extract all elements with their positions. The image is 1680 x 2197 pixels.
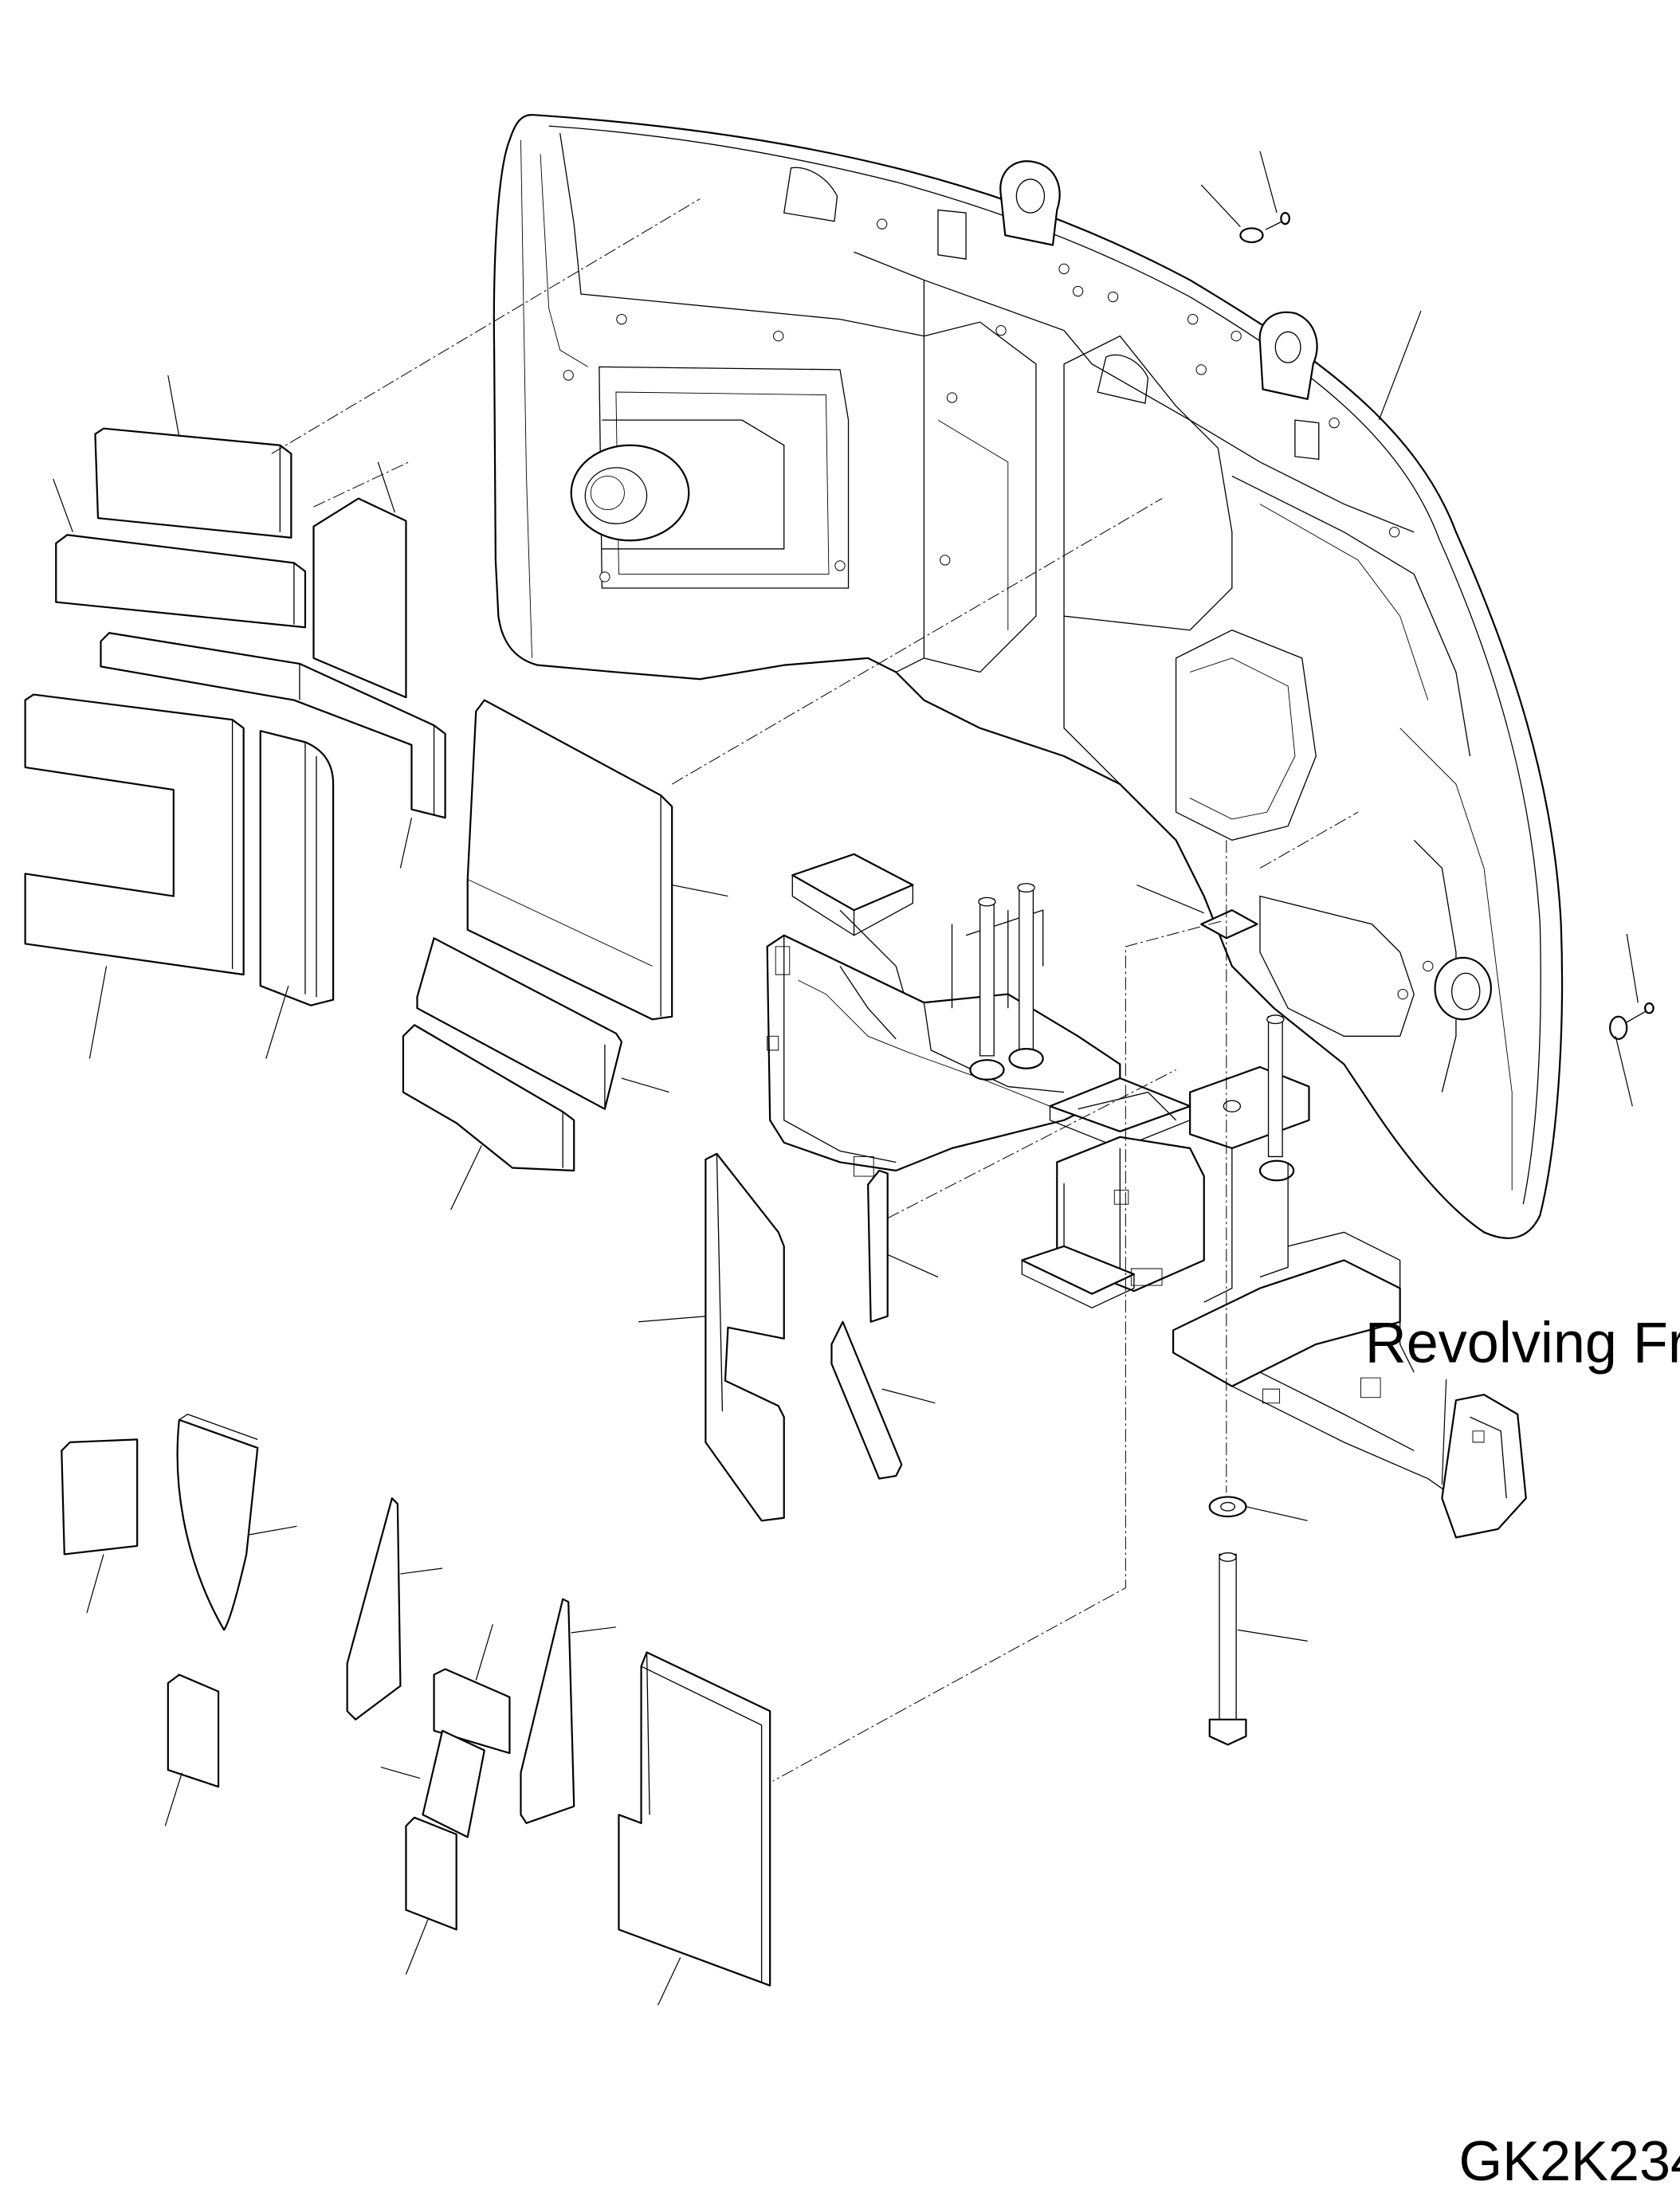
pad-narrow-1 — [868, 1171, 938, 1322]
lifting-eye-left — [1000, 161, 1059, 245]
pad-narrow-2 — [831, 1322, 935, 1479]
counterweight-body — [494, 115, 1562, 1238]
drawing-code: GK2K2346 — [1458, 2129, 1680, 2192]
bolt-washer-top — [1201, 151, 1289, 242]
pad-c-shape — [638, 1154, 784, 1520]
pad-angled-1 — [417, 938, 669, 1108]
pad-tall-wedge-2 — [520, 1599, 615, 1823]
pad-angled-2 — [403, 1025, 574, 1210]
pad-stack-block-top — [434, 1624, 510, 1753]
center-lines — [272, 199, 1358, 1782]
pad-long-bent — [100, 633, 445, 868]
pad-stack-block-mid — [381, 1731, 485, 1838]
pad-small-rect — [61, 1439, 137, 1613]
revolving-frame-label: Revolving Frame — [1365, 1312, 1680, 1375]
frame-slot-plate — [1201, 910, 1257, 938]
leader-slot-plate — [1136, 885, 1203, 913]
bolt-washer-right — [1610, 934, 1653, 1106]
mounting-bolt — [1210, 1497, 1308, 1744]
pad-large-block — [618, 1652, 770, 2005]
lifting-eye-right — [1260, 312, 1317, 399]
pad-u-shape — [26, 695, 244, 1059]
pad-stack-block-bottom — [406, 1818, 456, 1975]
pad-small-block — [165, 1675, 218, 1826]
pad-large-panel — [468, 700, 728, 1020]
pad-corner-piece — [261, 731, 333, 1058]
pad-wedge-top — [313, 462, 406, 697]
revolving-frame — [767, 854, 1526, 1537]
pad-tall-wedge-1 — [347, 1498, 442, 1720]
leader-counterweight — [1379, 311, 1421, 420]
pad-curved-wedge — [178, 1414, 297, 1630]
pad-top-2 — [53, 479, 305, 627]
pad-top-1 — [95, 375, 291, 538]
